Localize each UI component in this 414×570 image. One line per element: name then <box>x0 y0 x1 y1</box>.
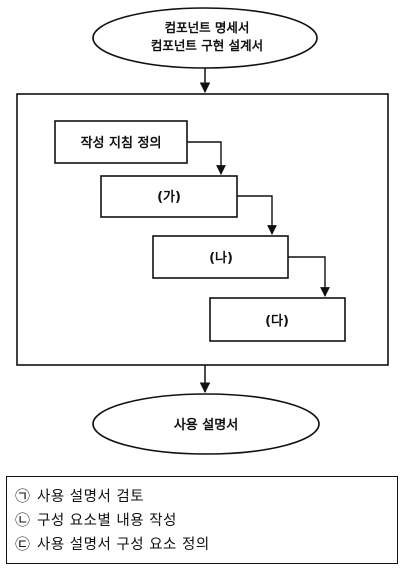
option-1-marker: ㉠ <box>15 486 31 505</box>
option-2-marker: ㉡ <box>15 510 31 529</box>
connector-step3-to-step4 <box>288 256 330 297</box>
option-3: ㉢ 사용 설명서 구성 요소 정의 <box>15 531 389 555</box>
step-label-da: (다) <box>265 313 289 329</box>
option-1-text: 사용 설명서 검토 <box>37 488 145 505</box>
option-3-text: 사용 설명서 구성 요소 정의 <box>37 536 210 553</box>
input-document-line1: 컴포넌트 명세서 <box>165 20 250 35</box>
output-document-ellipse <box>92 393 320 455</box>
option-2: ㉡ 구성 요소별 내용 작성 <box>15 507 389 531</box>
output-document-label: 사용 설명서 <box>174 417 238 433</box>
option-1: ㉠ 사용 설명서 검토 <box>15 483 389 507</box>
connector-step1-to-step2 <box>187 141 226 175</box>
step-box-da <box>209 297 346 342</box>
option-3-marker: ㉢ <box>15 534 31 553</box>
input-document-line2: 컴포넌트 구현 설계서 <box>151 38 263 53</box>
step-label-na: (나) <box>209 250 233 266</box>
process-frame <box>16 93 389 366</box>
step-label-ga: (가) <box>157 190 181 205</box>
option-2-text: 구성 요소별 내용 작성 <box>37 512 177 529</box>
step-label-guideline: 작성 지침 정의 <box>81 135 162 151</box>
options-box: ㉠ 사용 설명서 검토 ㉡ 구성 요소별 내용 작성 ㉢ 사용 설명서 구성 요… <box>6 476 398 564</box>
connector-step2-to-step3 <box>237 195 277 235</box>
